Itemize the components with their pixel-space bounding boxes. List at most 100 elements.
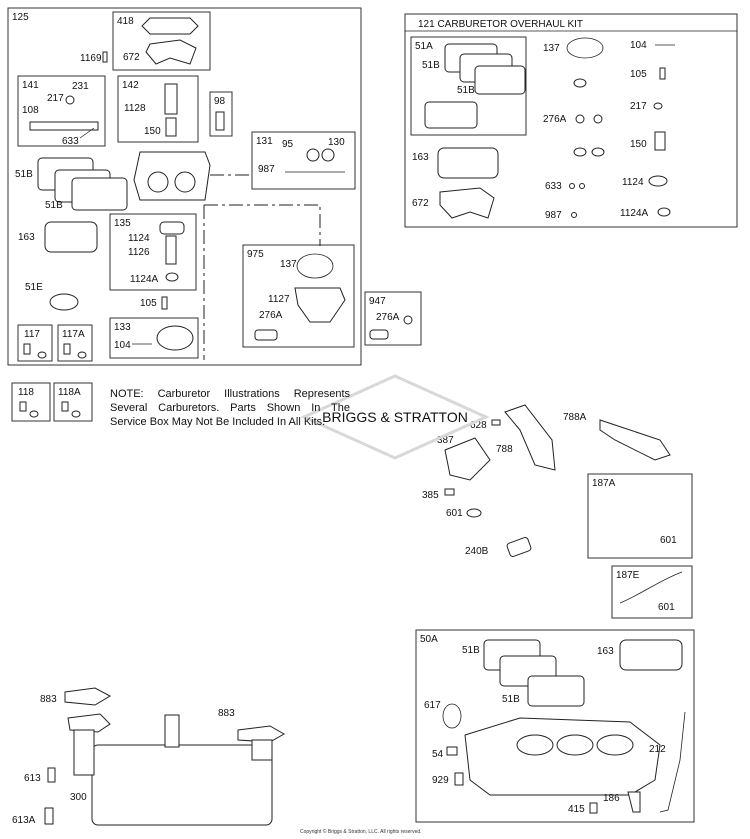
label-131: 131: [256, 136, 273, 147]
kit-screw-105: [659, 67, 666, 80]
label-m617: 617: [424, 700, 441, 711]
kit-part-150: [654, 131, 666, 151]
kit-part-987: [571, 212, 577, 218]
box-141: [17, 75, 106, 147]
part-150: [165, 117, 177, 137]
gasket-418: [141, 17, 199, 35]
label-118a: 118A: [58, 387, 81, 398]
label-150: 150: [144, 126, 161, 137]
box-118: [11, 382, 51, 422]
gasket-51b-3: [71, 177, 128, 211]
label-788: 788: [496, 444, 513, 455]
clip-217: [65, 95, 75, 105]
exhaust-pipe-2: [251, 739, 273, 761]
washer-947: [403, 315, 413, 325]
label-300: 300: [70, 792, 87, 803]
gasket-883-1: [64, 687, 112, 706]
plate-108: [29, 121, 99, 131]
manifold-gasket-3: [527, 675, 585, 707]
disc-130a: [306, 148, 320, 162]
label-135: 135: [114, 218, 131, 229]
washer-117a: [77, 351, 87, 359]
gasket-51e: [49, 293, 79, 311]
label-m51b-1: 51B: [462, 645, 480, 656]
label-633: 633: [62, 136, 79, 147]
part-117a: [63, 343, 71, 355]
solenoid-975: [254, 329, 278, 341]
label-163: 163: [18, 232, 35, 243]
label-883-1: 883: [40, 694, 57, 705]
washer-117: [37, 351, 47, 359]
label-276a: 276A: [259, 310, 283, 321]
fuel-bowl-975: [294, 287, 346, 323]
seat-1124a: [165, 272, 179, 282]
kit-washer-c: [591, 147, 605, 157]
intake-manifold: [464, 717, 661, 796]
label-276a-2: 276A: [376, 312, 400, 323]
label-141: 141: [22, 80, 39, 91]
label-k987: 987: [545, 210, 562, 221]
label-1124: 1124: [128, 233, 150, 244]
box-131: [251, 131, 356, 190]
label-1124a: 1124A: [130, 274, 159, 285]
label-k137: 137: [543, 43, 560, 54]
kit-gasket-3: [474, 65, 526, 95]
label-m186: 186: [603, 793, 620, 804]
bracket-788: [504, 404, 556, 471]
part-118: [19, 401, 27, 412]
label-m415: 415: [568, 804, 585, 815]
label-947: 947: [369, 296, 386, 307]
box-117: [17, 324, 53, 362]
screw-54: [446, 746, 458, 756]
label-108: 108: [22, 105, 39, 116]
fitting-186: [627, 791, 641, 813]
sensor-929: [454, 772, 464, 786]
label-987: 987: [258, 164, 275, 175]
label-51e: 51E: [25, 282, 43, 293]
watermark-text: BRIGGS & STRATTON: [322, 409, 468, 425]
label-217: 217: [47, 93, 64, 104]
box-117a: [57, 324, 93, 362]
clamp-601: [466, 508, 482, 518]
part-117: [23, 343, 31, 355]
kit-gasket-4: [424, 101, 478, 129]
label-130: 130: [328, 137, 345, 148]
watermark-logo: BRIGGS & STRATTON: [300, 374, 490, 460]
label-k1124: 1124: [622, 177, 644, 188]
label-k104: 104: [630, 40, 647, 51]
carb-bore-2: [174, 171, 196, 193]
kit-seat-1124a: [657, 207, 671, 217]
carburetor-note: NOTE: Carburetor Illustrations Represent…: [110, 388, 350, 428]
manifold-port-3: [596, 734, 634, 756]
filter-240b: [506, 537, 532, 557]
screw-415: [589, 802, 598, 814]
screw-1169: [102, 51, 108, 63]
label-387: 387: [437, 435, 454, 446]
label-117: 117: [24, 329, 40, 340]
label-975: 975: [247, 249, 264, 260]
label-601: 601: [446, 508, 463, 519]
label-133: 133: [114, 322, 131, 333]
label-142: 142: [122, 80, 139, 91]
kit-clip-217: [653, 102, 663, 110]
label-628: 628: [470, 420, 487, 431]
screw-385: [444, 488, 455, 496]
kit-part-633-a: [569, 183, 575, 189]
label-104: 104: [114, 340, 131, 351]
kit-washer-276a-1: [575, 114, 585, 124]
leader-975: [203, 204, 321, 360]
box-947: [364, 291, 422, 346]
label-k150: 150: [630, 139, 647, 150]
fuel-pump-387: [444, 437, 491, 481]
washer-118a: [71, 410, 81, 418]
kit-washer-276a-2: [593, 114, 603, 124]
carb-bore-1: [147, 171, 169, 193]
label-672: 672: [123, 52, 140, 63]
box-187e: [611, 565, 693, 619]
box-118a: [53, 382, 93, 422]
kit-title: 121 CARBURETOR OVERHAUL KIT: [418, 19, 583, 30]
label-240b: 240B: [465, 546, 489, 557]
label-51b-a: 51B: [15, 169, 33, 180]
muffler-bracket: [164, 714, 180, 748]
